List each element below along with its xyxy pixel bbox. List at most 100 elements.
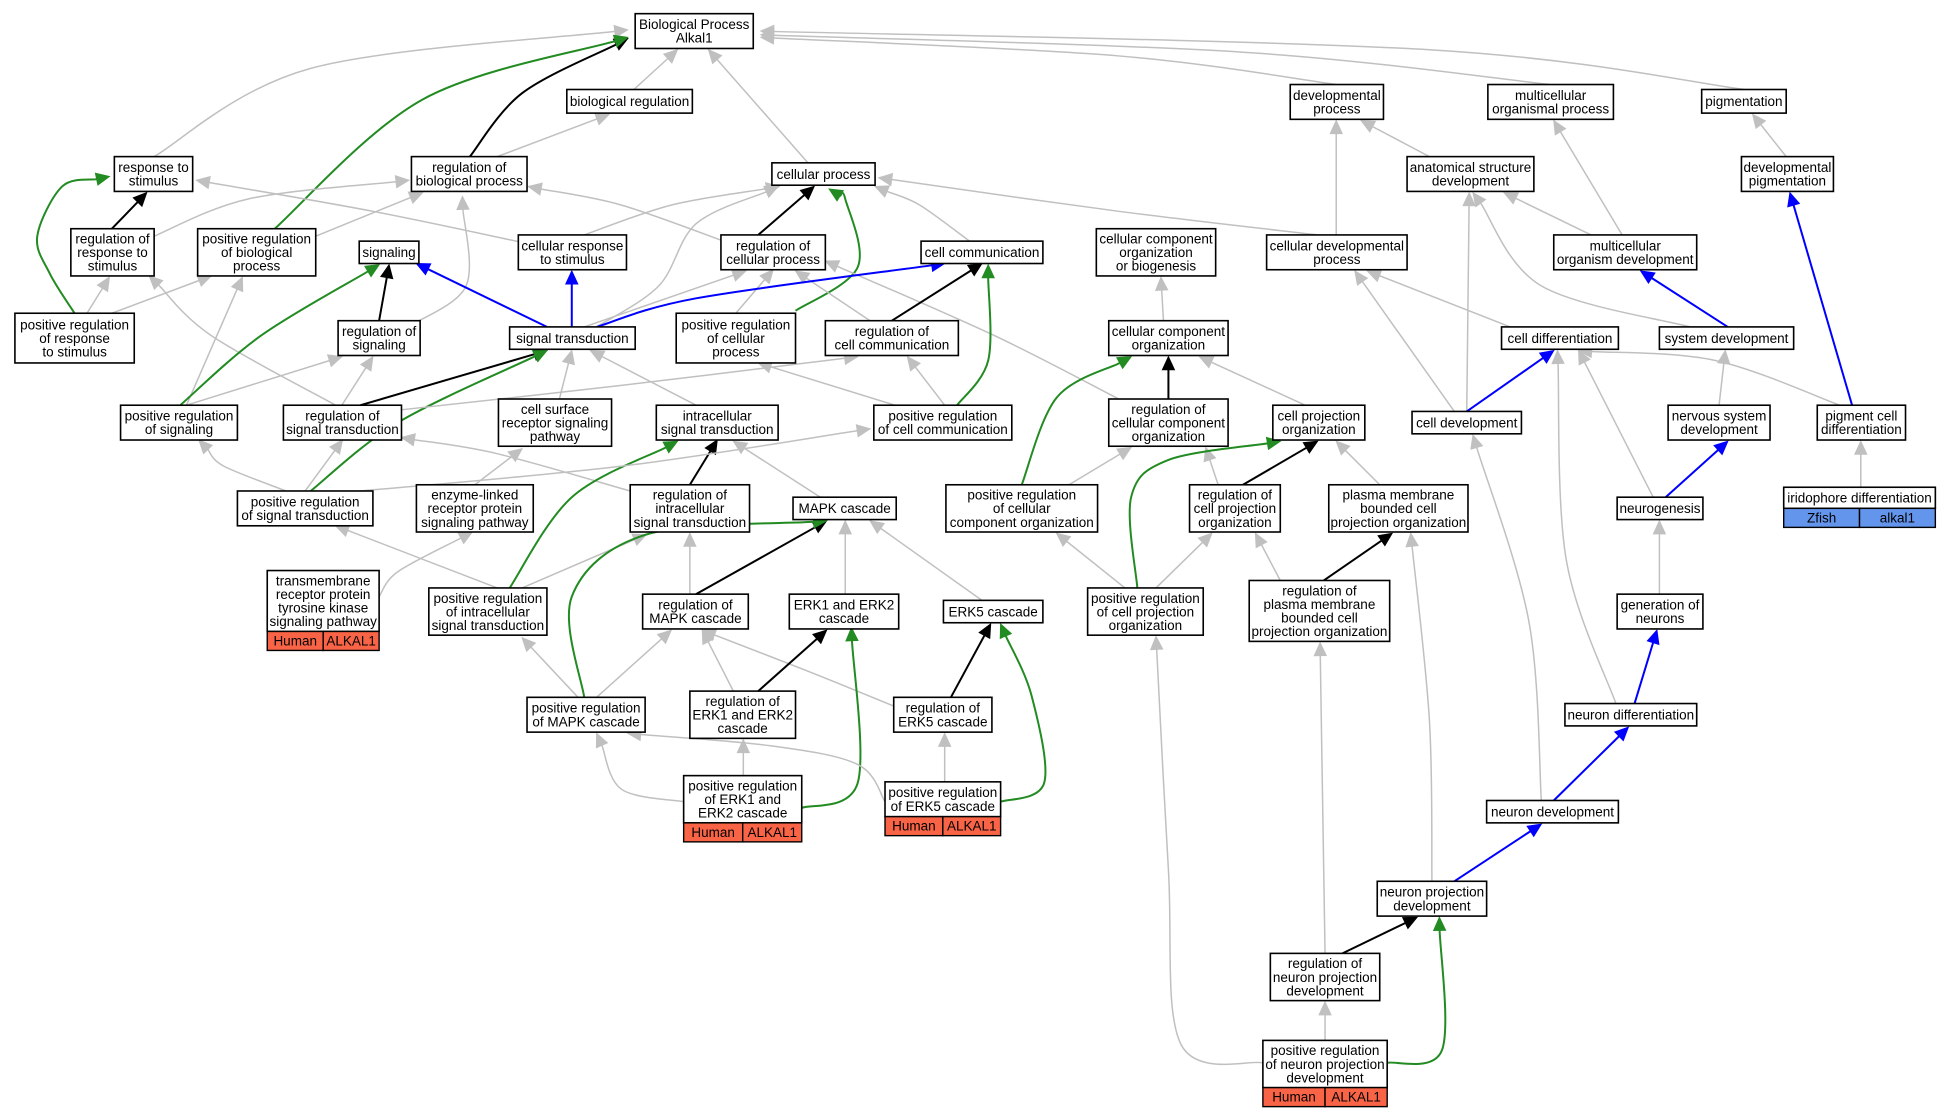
edge-line <box>1557 363 1617 704</box>
term-label-line: nervous system <box>1672 409 1767 424</box>
edge-anat-to-devproc <box>1360 120 1430 158</box>
edge-line <box>1323 539 1383 582</box>
go-term-celldiff[interactable]: cell differentiation <box>1500 326 1620 351</box>
go-term-cellproc[interactable]: cellular process <box>771 162 876 187</box>
go-term-bioreg[interactable]: biological regulation <box>566 88 694 114</box>
arrowhead <box>906 355 921 372</box>
arrowhead <box>855 424 872 438</box>
term-box <box>415 483 535 533</box>
arrowhead <box>329 439 344 455</box>
edge-posregcco-to-cco <box>1020 356 1133 486</box>
go-term-sysdev[interactable]: system development <box>1658 326 1795 351</box>
term-box <box>113 155 194 193</box>
term-label-line: plasma membrane <box>1264 597 1376 612</box>
term-box <box>1107 398 1229 448</box>
edge-regsig-to-regbio <box>409 195 471 327</box>
term-label-line: transmembrane <box>276 573 371 588</box>
go-term-erk5[interactable]: ERK5 cascade <box>942 599 1044 624</box>
edge-line <box>601 744 684 803</box>
go-term-pigm[interactable]: pigmentation <box>1700 88 1787 114</box>
go-term-signaling[interactable]: signaling <box>358 240 420 265</box>
edge-line <box>1559 131 1623 236</box>
arrowhead <box>415 262 432 276</box>
term-label-line: plasma membrane <box>1342 488 1454 503</box>
arrowhead <box>1116 446 1133 461</box>
go-term-neurondev[interactable]: neuron development <box>1485 799 1620 824</box>
arrowhead <box>707 48 723 65</box>
term-label-line: of signaling <box>145 422 213 437</box>
go-term-celldev[interactable]: cell development <box>1411 410 1523 435</box>
go-term-sigtrans[interactable]: signal transduction <box>508 326 636 351</box>
term-label-line: of ERK1 and <box>704 792 781 807</box>
term-label-line: biological regulation <box>570 94 689 109</box>
edge-line <box>601 355 697 406</box>
arrowhead <box>612 34 629 48</box>
go-term-cellcomm[interactable]: cell communication <box>920 240 1044 265</box>
term-label-line: cell projection <box>1278 409 1361 424</box>
edge-regresp-to-regbio <box>153 175 411 237</box>
term-label-line: response to <box>118 160 189 175</box>
term-label-line: development <box>1286 983 1364 998</box>
term-label-line: anatomical structure <box>1410 160 1532 175</box>
go-term-neurdiff[interactable]: neuron differentiation <box>1564 702 1698 727</box>
go-term-neurogen[interactable]: neurogenesis <box>1616 496 1704 521</box>
edge-regcco-to-cco <box>1161 355 1176 400</box>
edge-posregnpd-to-regnpd <box>1318 1000 1332 1041</box>
term-label-line: organization <box>1109 618 1183 633</box>
go-term-mapk[interactable]: MAPK cascade <box>792 496 898 521</box>
term-label-line: positive regulation <box>888 409 997 424</box>
edge-line <box>469 43 617 158</box>
term-label-line: organization <box>1198 515 1272 530</box>
